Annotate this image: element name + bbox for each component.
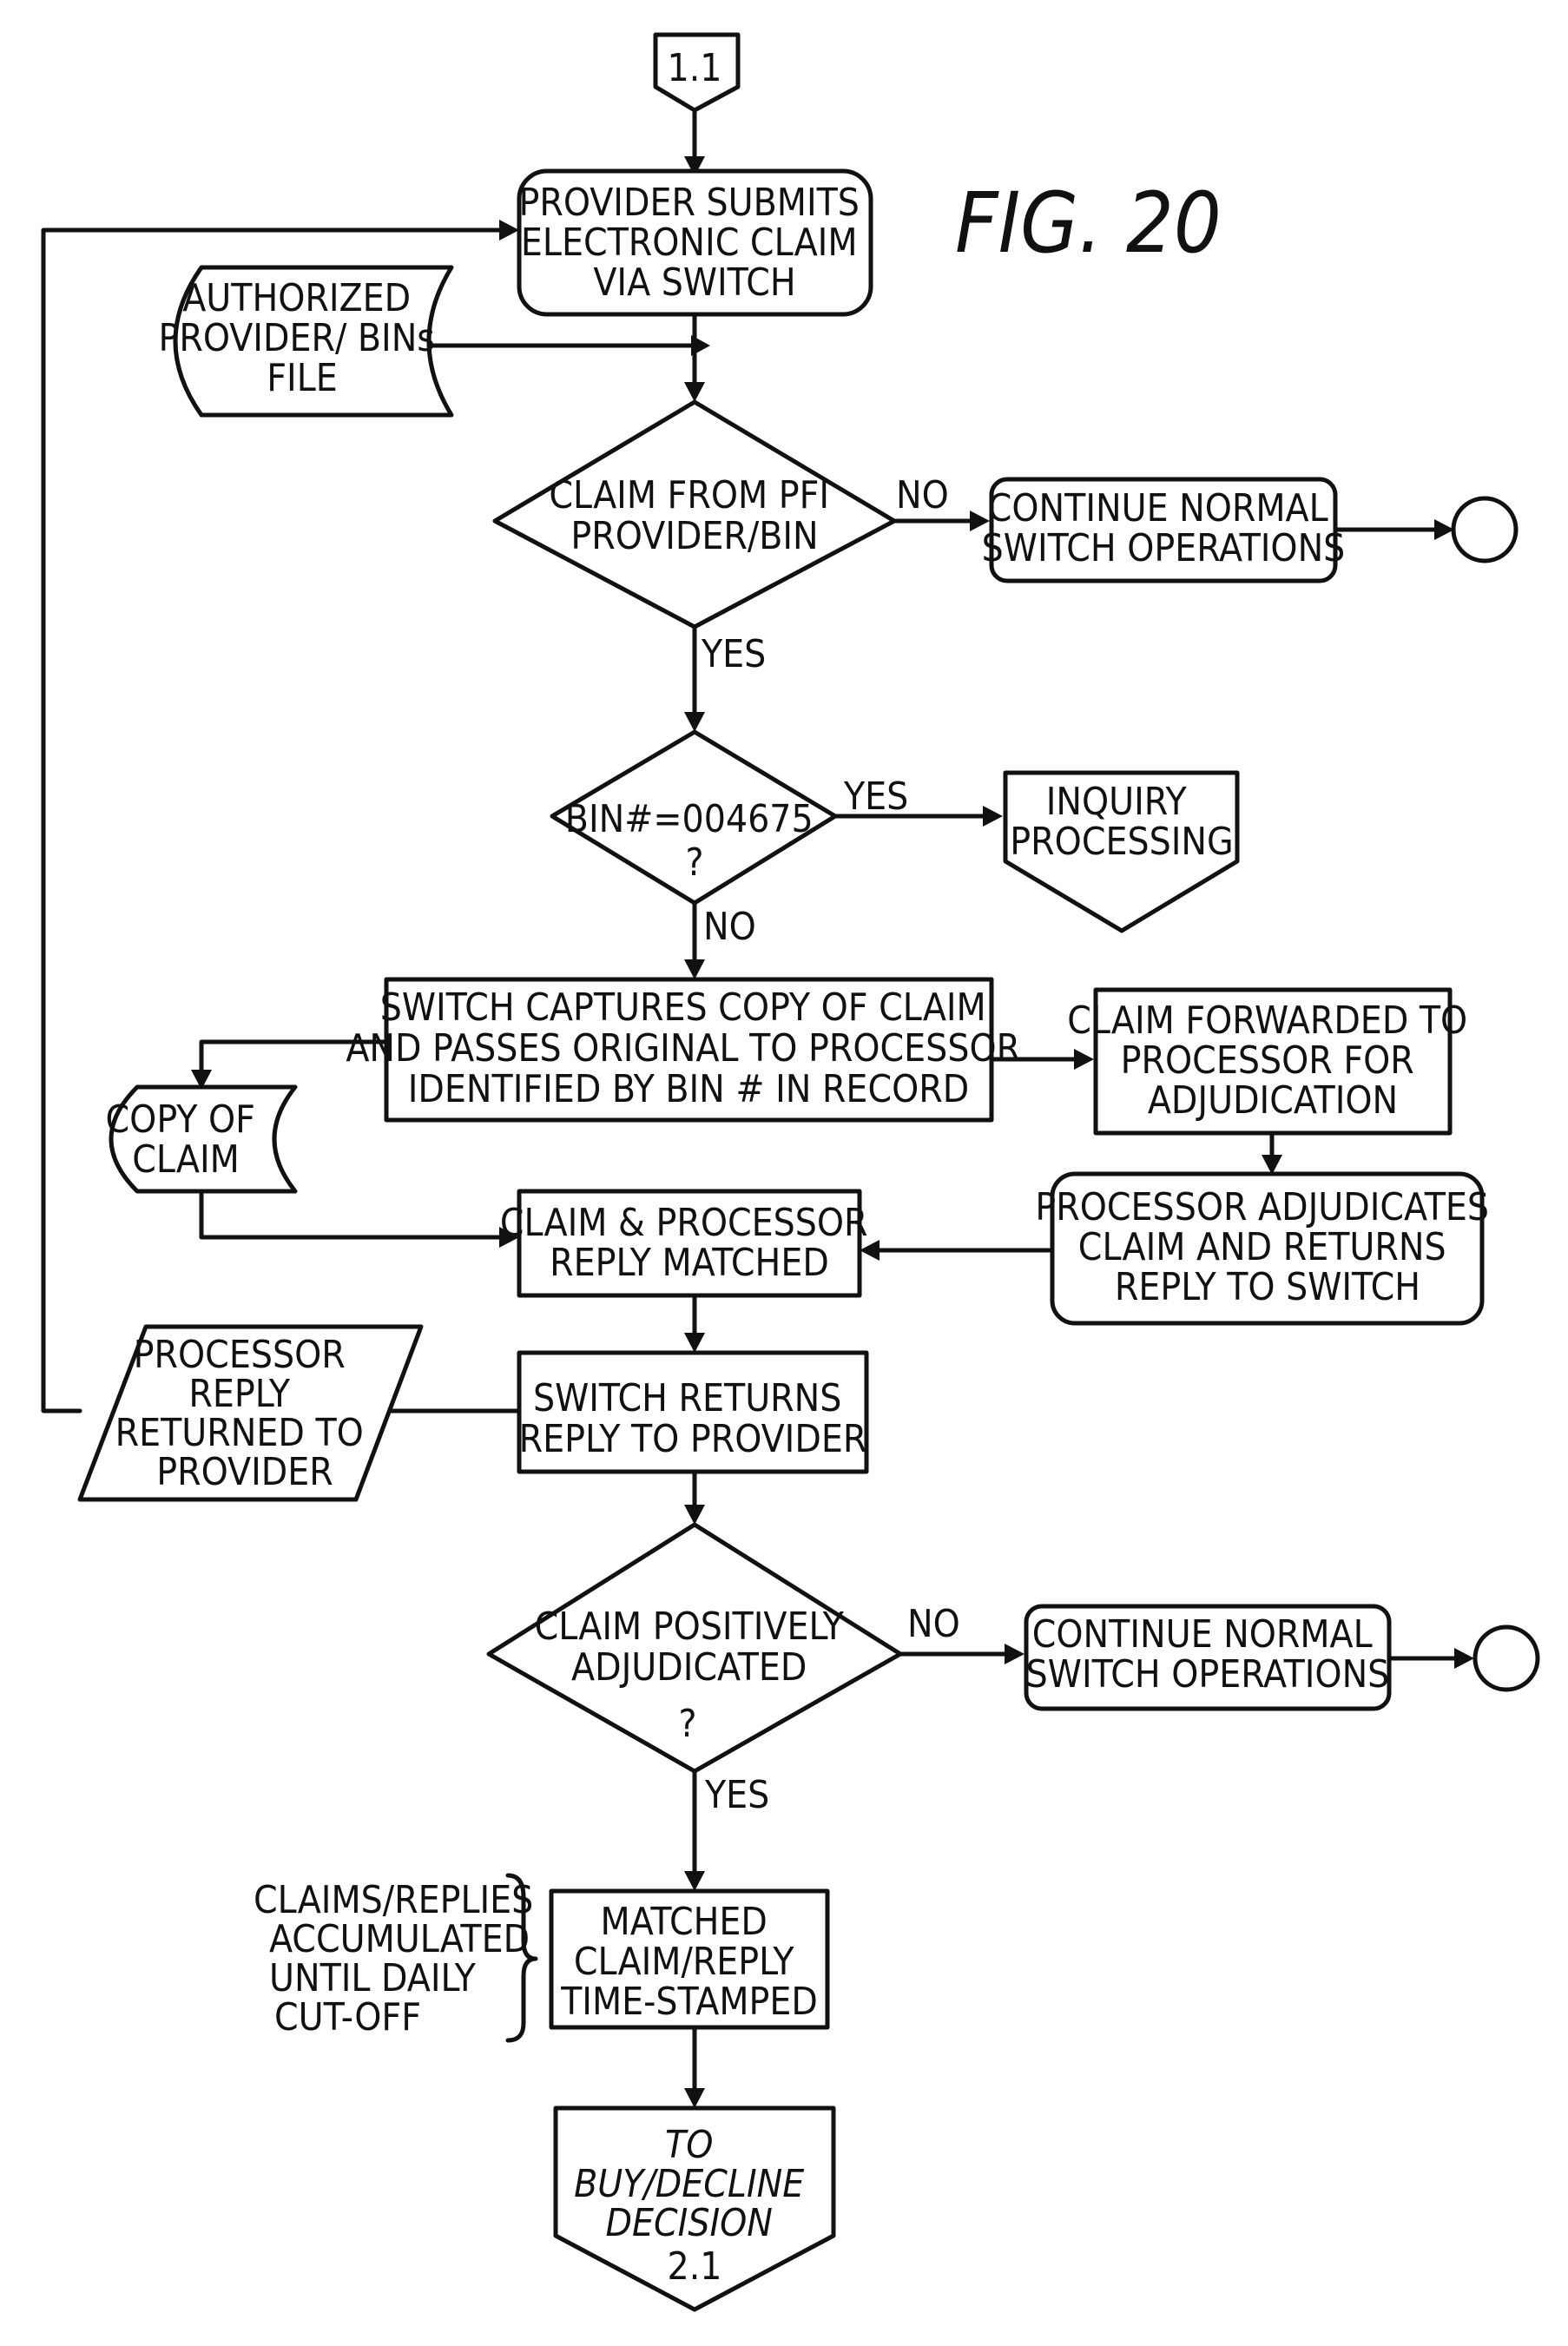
decision-positively-adjudicated — [486, 1522, 903, 1774]
processor-reply-io — [77, 1324, 424, 1502]
accumulation-note: CLAIMS/REPLIES ACCUMULATED UNTIL DAILY C… — [254, 1878, 544, 2040]
edge-labels: NO YES YES NO NO YES — [701, 473, 960, 1817]
figure-label: FIG. 20 — [955, 175, 1222, 272]
returns-label: SWITCH RETURNS REPLY TO PROVIDER — [519, 1376, 867, 1461]
submit-label: PROVIDER SUBMITS ELECTRONIC CLAIM VIA SW… — [518, 181, 870, 305]
decision-bin-number — [550, 729, 838, 906]
claim-forwarded-process — [1093, 987, 1453, 1136]
forwarded-label: CLAIM FORWARDED TO PROCESSOR FOR ADJUDIC… — [1067, 998, 1479, 1123]
auth-file-label: AUTHORIZED PROVIDER/ BINs FILE — [158, 276, 445, 400]
continue-normal-1 — [989, 477, 1338, 583]
continue-1-label: CONTINUE NORMAL SWITCH OPERATIONS — [982, 486, 1346, 570]
decision-pfi-provider — [492, 399, 897, 629]
continue-2-label: CONTINUE NORMAL SWITCH OPERATIONS — [1026, 1612, 1390, 1697]
note-brace — [505, 1873, 538, 2043]
copy-label: COPY OF CLAIM — [106, 1097, 267, 1182]
matched-timestamped-process — [549, 1888, 830, 2030]
submit-claim-process — [517, 168, 873, 317]
positive-decision-label: CLAIM POSITIVELY ADJUDICATED ? — [535, 1605, 855, 1746]
positive-yes-label: YES — [704, 1773, 769, 1817]
inquiry-processing-offpage — [1003, 770, 1240, 933]
pfi-no-label: NO — [896, 473, 949, 517]
start-offpage-connector — [653, 32, 741, 113]
bin-no-label: NO — [703, 905, 756, 949]
pfi-yes-label: YES — [701, 632, 766, 676]
terminal-connector-2 — [1472, 1624, 1540, 1692]
authorized-file-storage — [173, 265, 454, 418]
continue-normal-2 — [1024, 1604, 1392, 1711]
adjudicates-label: PROCESSOR ADJUDICATES CLAIM AND RETURNS … — [1035, 1185, 1499, 1309]
pfi-decision-label: CLAIM FROM PFI PROVIDER/BIN — [549, 473, 840, 558]
capture-label: SWITCH CAPTURES COPY OF CLAIM AND PASSES… — [346, 985, 1031, 1111]
start-label: 1.1 — [668, 46, 722, 90]
timestamped-label: MATCHED CLAIM/REPLY TIME-STAMPED — [560, 1900, 818, 2024]
positive-no-label: NO — [907, 1602, 960, 1646]
matched-label: CLAIM & PROCESSOR REPLY MATCHED — [500, 1201, 879, 1285]
node-labels: 1.1 PROVIDER SUBMITS ELECTRONIC CLAIM VI… — [106, 46, 1499, 2289]
terminal-connector-1 — [1451, 496, 1519, 563]
inquiry-label: INQUIRY PROCESSING — [1010, 780, 1233, 864]
end-label: TO BUY/DECLINE DECISION 2.1 — [574, 2123, 815, 2289]
processor-adjudicates-process — [1050, 1171, 1485, 1326]
switch-captures-process — [384, 977, 994, 1123]
copy-of-claim-storage — [109, 1084, 298, 1194]
bin-yes-label: YES — [843, 774, 908, 819]
end-offpage-connector — [553, 2105, 836, 2312]
shapes — [77, 32, 1540, 2312]
claim-reply-matched-process — [517, 1189, 862, 1298]
proc-reply-label: PROCESSOR REPLY RETURNED TO PROVIDER — [115, 1333, 375, 1494]
switch-returns-process — [517, 1350, 869, 1474]
bin-decision-label: BIN#=004675 ? — [565, 797, 824, 885]
